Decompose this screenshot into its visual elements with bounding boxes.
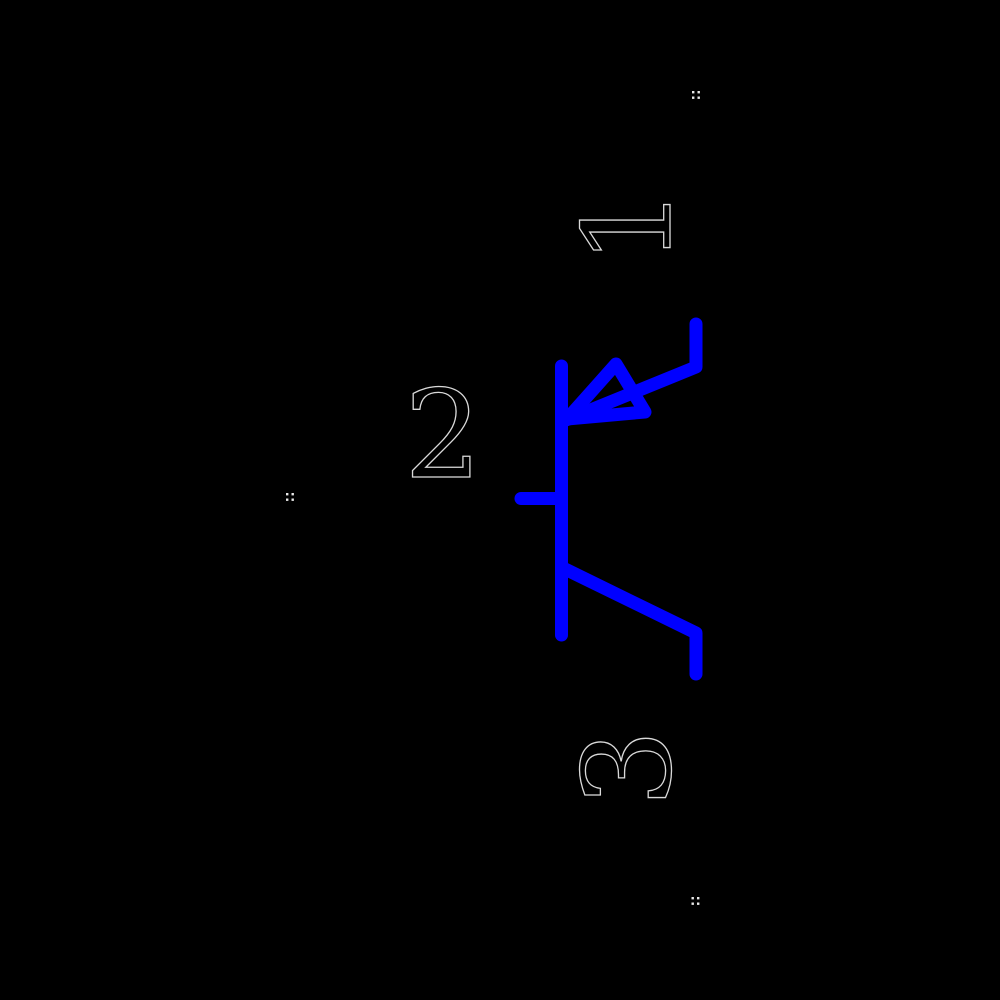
emitter-pin-lead[interactable] — [559, 317, 703, 427]
marker-dot — [691, 902, 694, 905]
marker-dot — [692, 96, 695, 99]
transistor-symbol — [514, 317, 703, 681]
marker-dot — [291, 498, 294, 501]
marker-dot — [697, 902, 700, 905]
marker-dot — [692, 91, 695, 94]
pin-endpoint-marker-1[interactable] — [692, 91, 700, 99]
pin-endpoint-marker-2[interactable] — [286, 493, 294, 501]
pin-endpoint-marker-3[interactable] — [691, 897, 700, 905]
marker-dot — [291, 493, 294, 496]
pin-number-2[interactable]: 2 — [404, 363, 483, 506]
marker-dot — [691, 897, 694, 900]
marker-dot — [286, 493, 289, 496]
marker-dot — [286, 498, 289, 501]
marker-dot — [697, 96, 700, 99]
pin-endpoint-markers — [286, 91, 700, 905]
collector-pin-lead[interactable] — [556, 561, 703, 681]
marker-dot — [697, 91, 700, 94]
pin-number-labels: 1 2 3 — [404, 187, 700, 808]
pin-number-3[interactable]: 3 — [556, 729, 699, 808]
marker-dot — [697, 897, 700, 900]
emitter-arrow-icon[interactable] — [560, 357, 652, 426]
pin-number-1[interactable]: 1 — [556, 187, 699, 266]
